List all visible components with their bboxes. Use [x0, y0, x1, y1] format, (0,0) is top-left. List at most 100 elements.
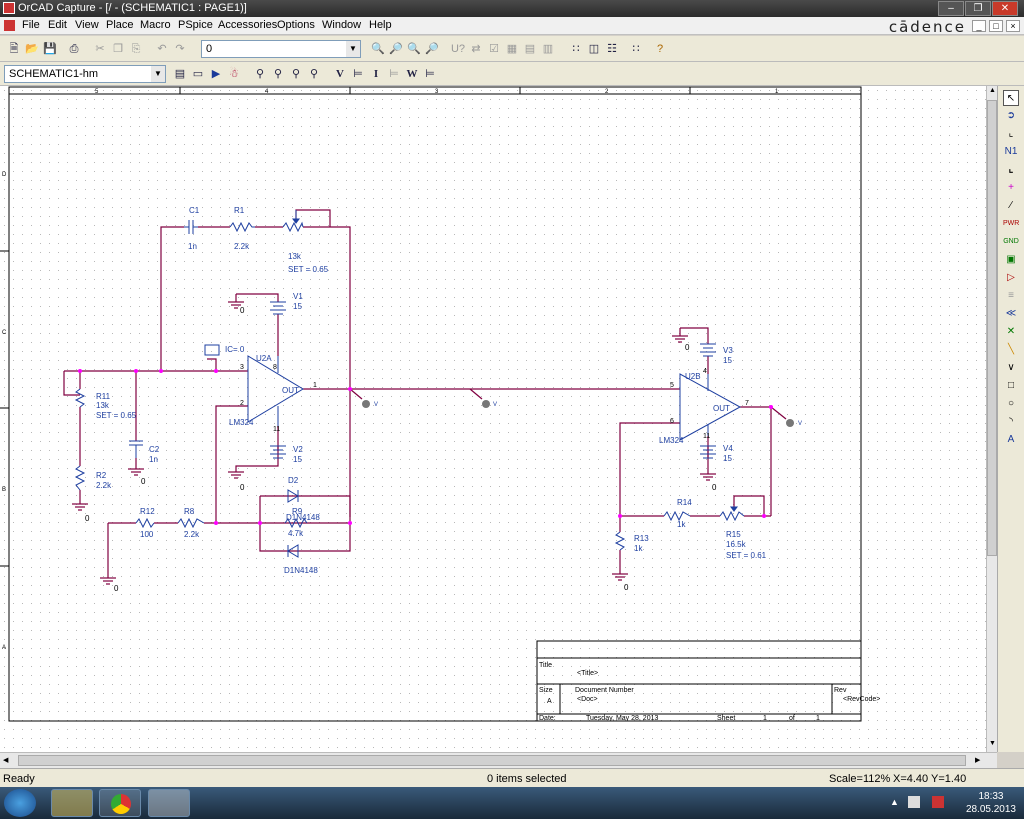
save-icon[interactable]: 💾: [43, 43, 57, 55]
net-alias-icon[interactable]: N1: [1004, 146, 1018, 157]
power-icon[interactable]: PWR: [1003, 220, 1020, 227]
mdi-minimize-button[interactable]: _: [972, 20, 986, 32]
hierarchical-pin-icon[interactable]: ≡: [1008, 290, 1014, 301]
vertical-scrollbar[interactable]: ▲ ▼: [986, 86, 997, 752]
polyline-icon[interactable]: ∨: [1007, 362, 1015, 373]
select-icon[interactable]: ↖: [1003, 90, 1019, 106]
chevron-down-icon[interactable]: ▼: [151, 66, 165, 82]
menu-edit[interactable]: Edit: [48, 19, 67, 31]
rectangle-icon[interactable]: □: [1007, 380, 1015, 391]
new-simulation-icon[interactable]: ▤: [174, 68, 186, 80]
zoom-area-icon[interactable]: 🔍: [407, 43, 421, 55]
ground-icon[interactable]: GND: [1003, 238, 1019, 245]
border-col-4: 4: [265, 89, 269, 95]
restore-button[interactable]: ❐: [965, 1, 991, 16]
u2a-ref: U2A: [256, 354, 272, 363]
menu-accessories[interactable]: Accessories: [218, 19, 278, 31]
menu-window[interactable]: Window: [322, 19, 362, 31]
hierarchical-block-icon[interactable]: ▣: [1006, 254, 1016, 265]
bias-power-icon[interactable]: W: [406, 68, 418, 80]
bus-icon[interactable]: ⌞: [1008, 164, 1014, 175]
off-page-connector-icon[interactable]: ≪: [1005, 308, 1017, 319]
scroll-down-icon[interactable]: ▼: [989, 740, 996, 747]
copy-icon[interactable]: ❐: [113, 43, 123, 55]
horizontal-scrollbar[interactable]: ◀ ▶: [0, 752, 997, 768]
run-icon[interactable]: ▶: [211, 68, 221, 80]
close-button[interactable]: ✕: [992, 1, 1018, 16]
zoom-out-icon[interactable]: 🔎: [389, 43, 403, 55]
arc-icon[interactable]: ◝: [1009, 416, 1013, 427]
drc-icon[interactable]: ☑: [489, 43, 499, 55]
orcad-taskbar-icon[interactable]: [148, 789, 190, 817]
power-marker-icon[interactable]: ⚲: [291, 68, 301, 80]
mdi-close-button[interactable]: ×: [1006, 20, 1020, 32]
bias-current-icon[interactable]: I: [373, 68, 379, 80]
part-list-icon[interactable]: ☷: [607, 43, 617, 55]
vertical-scroll-thumb[interactable]: [987, 100, 997, 556]
toggle-power-icon[interactable]: ⊨: [425, 68, 435, 80]
menu-options[interactable]: Options: [277, 19, 315, 31]
chrome-taskbar-icon[interactable]: [99, 789, 141, 817]
wire-icon[interactable]: ⌞: [1008, 128, 1014, 139]
bias-voltage-icon[interactable]: V: [336, 68, 344, 80]
redo-icon[interactable]: ↷: [175, 43, 185, 55]
view-results-icon[interactable]: ☃: [229, 68, 239, 80]
zoom-in-icon[interactable]: 🔍: [371, 43, 385, 55]
project-manager-icon[interactable]: ◫: [588, 43, 600, 55]
toggle-voltage-icon[interactable]: ⊨: [353, 68, 363, 80]
place-part-icon[interactable]: ➲: [1006, 110, 1016, 121]
netlist-icon[interactable]: ▦: [506, 43, 518, 55]
document-icon[interactable]: [4, 20, 15, 31]
back-annotate-icon[interactable]: ⇄: [471, 43, 481, 55]
scroll-left-icon[interactable]: ◀: [3, 757, 9, 764]
scroll-up-icon[interactable]: ▲: [989, 87, 996, 94]
new-icon[interactable]: 🗎: [9, 43, 19, 55]
scroll-right-icon[interactable]: ▶: [975, 757, 981, 764]
undo-icon[interactable]: ↶: [157, 43, 167, 55]
tray-expand-icon[interactable]: ▲: [890, 797, 899, 807]
current-marker-icon[interactable]: ⚲: [273, 68, 283, 80]
toggle-current-icon[interactable]: ⊨: [389, 68, 399, 80]
junction-icon[interactable]: +: [1008, 182, 1014, 193]
mdi-restore-button[interactable]: □: [989, 20, 1003, 32]
menu-macro[interactable]: Macro: [140, 19, 171, 31]
line-icon[interactable]: ╲: [1007, 344, 1015, 355]
chevron-down-icon[interactable]: ▼: [346, 41, 360, 57]
status-ready: Ready: [3, 773, 35, 785]
diff-marker-icon[interactable]: ⚲: [309, 68, 319, 80]
drag-icon[interactable]: ∷: [632, 43, 640, 55]
network-icon[interactable]: [932, 796, 944, 808]
system-clock[interactable]: 18:33 28.05.2013: [966, 790, 1016, 816]
snap-grid-icon[interactable]: ∷: [572, 43, 580, 55]
menu-file[interactable]: File: [22, 19, 40, 31]
hierarchical-port-icon[interactable]: ▷: [1007, 272, 1015, 283]
edit-simulation-icon[interactable]: ▭: [192, 68, 204, 80]
ellipse-icon[interactable]: ○: [1007, 398, 1015, 409]
explorer-taskbar-icon[interactable]: [51, 789, 93, 817]
zoom-all-icon[interactable]: 🔎: [425, 43, 439, 55]
annotate-icon[interactable]: U?: [450, 43, 466, 55]
design-combo[interactable]: SCHEMATIC1-hm ▼: [4, 65, 166, 83]
print-icon[interactable]: ⎙: [69, 43, 79, 55]
border-row-d: D: [2, 172, 7, 178]
menu-view[interactable]: View: [75, 19, 99, 31]
start-button[interactable]: [4, 789, 36, 817]
voltage-marker-icon[interactable]: ⚲: [255, 68, 265, 80]
paste-icon[interactable]: ⎘: [131, 43, 141, 55]
menu-pspice[interactable]: PSpice: [178, 19, 213, 31]
menu-place[interactable]: Place: [106, 19, 134, 31]
minimize-button[interactable]: –: [938, 1, 964, 16]
part-combo[interactable]: 0 ▼: [201, 40, 361, 58]
bus-entry-icon[interactable]: ∕: [1010, 200, 1012, 211]
text-icon[interactable]: A: [1007, 434, 1015, 445]
help-icon[interactable]: ?: [656, 43, 664, 55]
menu-help[interactable]: Help: [369, 19, 392, 31]
schematic-canvas[interactable]: 5 4 3 2 1 D C B A: [0, 86, 986, 752]
horizontal-scroll-thumb[interactable]: [18, 755, 966, 766]
cut-icon[interactable]: ✂: [95, 43, 105, 55]
cross-ref-icon[interactable]: ▤: [524, 43, 536, 55]
action-center-icon[interactable]: [908, 796, 920, 808]
no-connect-icon[interactable]: ✕: [1006, 326, 1016, 337]
bom-icon[interactable]: ▥: [542, 43, 554, 55]
open-icon[interactable]: 📂: [25, 43, 39, 55]
